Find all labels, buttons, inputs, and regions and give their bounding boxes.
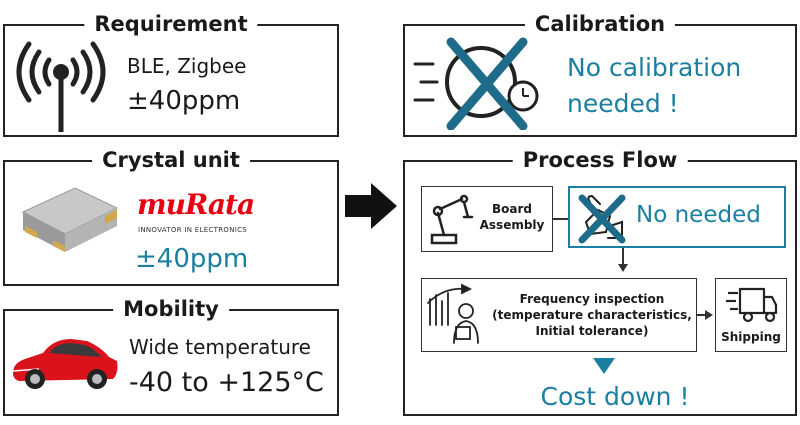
crystal-title: Crystal unit: [92, 147, 250, 173]
mobility-panel: Mobility Wide temperature -40 to +125°C: [3, 296, 339, 416]
crystal-component-icon: [21, 187, 119, 252]
cost-down-label: Cost down !: [540, 382, 690, 411]
crystal-ppm: ±40ppm: [135, 244, 249, 274]
board-assembly-box: Board Assembly: [421, 186, 553, 252]
board-assembly-label: Board Assembly: [479, 202, 545, 232]
mobility-title: Mobility: [113, 296, 229, 322]
calibration-hand-icon: [578, 194, 626, 244]
murata-logo: muRata: [137, 188, 255, 221]
calibration-line2: needed !: [567, 89, 679, 118]
inspection-box: Frequency inspection (temperature charac…: [421, 278, 697, 352]
antenna-icon: [16, 41, 106, 132]
no-needed-box: No needed: [568, 186, 786, 248]
right-arrow-small-icon: [705, 310, 713, 320]
shipping-connector: [697, 314, 707, 316]
mobility-temperature: -40 to +125°C: [129, 367, 324, 398]
calibration-title: Calibration: [524, 11, 676, 37]
mobility-label: Wide temperature: [129, 335, 311, 359]
requirement-protocols: BLE, Zigbee: [127, 54, 247, 78]
connector-line: [553, 218, 569, 220]
right-arrow-icon: [345, 183, 397, 229]
inspection-label: Frequency inspection (temperature charac…: [492, 292, 692, 338]
calibration-panel: Calibration No calibration needed !: [403, 11, 797, 137]
murata-tagline: INNOVATOR IN ELECTRONICS: [138, 226, 248, 234]
inspector-icon: [427, 283, 479, 344]
truck-icon: [726, 287, 778, 323]
shipping-box: Shipping: [715, 278, 787, 352]
down-triangle-icon: [593, 358, 615, 374]
requirement-ppm: ±40ppm: [127, 86, 241, 116]
requirement-title: Requirement: [84, 11, 258, 37]
down-arrow-small-icon: [618, 264, 628, 272]
requirement-panel: Requirement BLE, Zigbee ±40ppm: [3, 11, 339, 137]
shipping-label: Shipping: [721, 330, 781, 344]
robot-arm-icon: [430, 194, 474, 245]
no-needed-label: No needed: [636, 202, 761, 228]
down-connector: [622, 248, 624, 266]
calibration-line1: No calibration: [567, 53, 742, 82]
crystal-panel: Crystal unit muRata INNOVATOR IN ELECTRO…: [3, 147, 339, 286]
car-icon: [12, 339, 118, 389]
process-title: Process Flow: [512, 147, 688, 173]
calibration-gauge-icon: [413, 37, 539, 130]
process-panel: Process Flow Board Assembly: [403, 147, 797, 416]
